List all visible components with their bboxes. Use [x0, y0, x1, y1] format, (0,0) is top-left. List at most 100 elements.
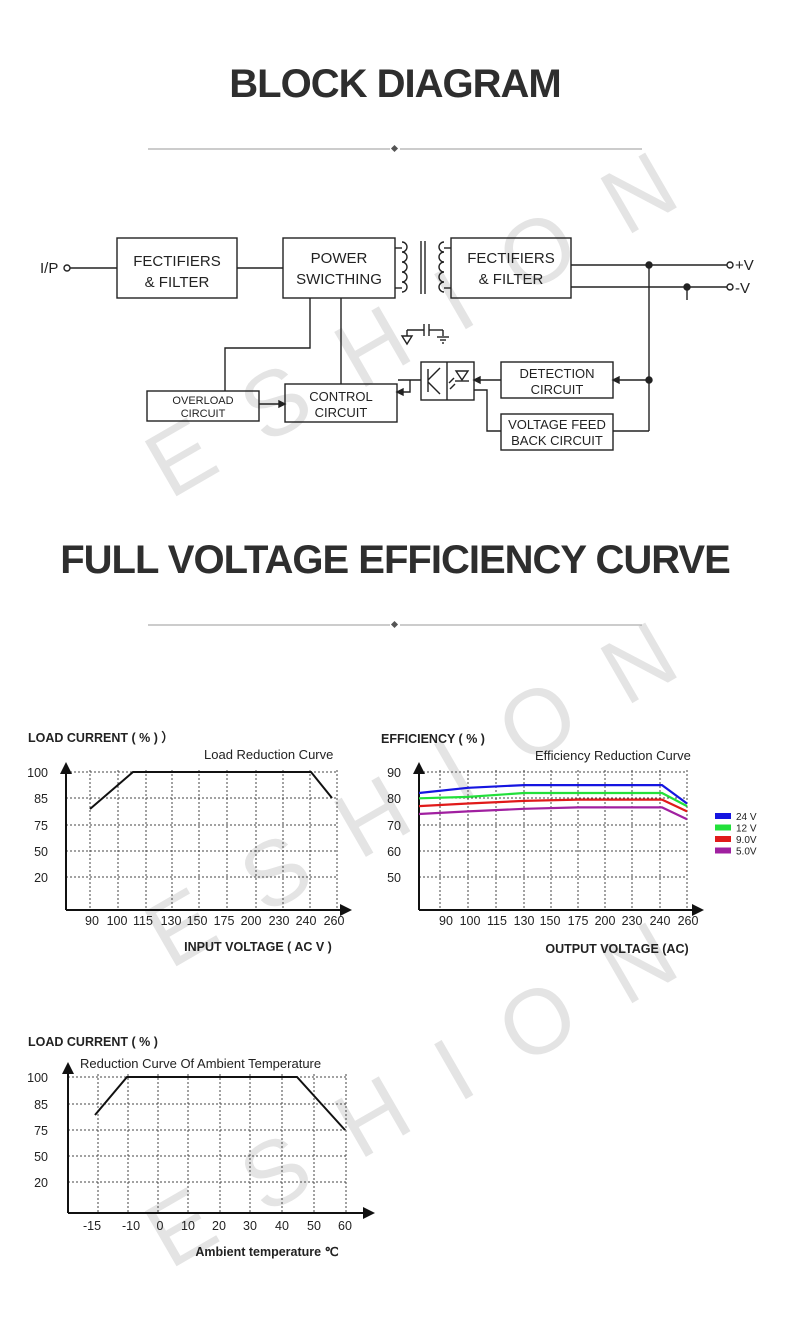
y-tick-label: 20: [34, 871, 48, 885]
control-line2: CIRCUIT: [315, 405, 368, 420]
series-line-5.0v: [418, 806, 688, 821]
x-tick-label: 100: [107, 914, 128, 928]
x-tick-label: 40: [275, 1219, 289, 1233]
y-tick-label: 20: [34, 1176, 48, 1190]
series-line: [89, 771, 333, 810]
x-tick-label: 230: [269, 914, 290, 928]
legend-swatch: [715, 824, 731, 831]
legend-label: 12 V: [736, 824, 757, 835]
efficiency-curve-title: FULL VOLTAGE EFFICIENCY CURVE: [60, 538, 731, 582]
box2-line1: POWER: [311, 250, 368, 267]
legend-label: 5.0V: [736, 847, 757, 858]
overload-line2: CIRCUIT: [181, 408, 226, 420]
y-axis-arrow: [60, 762, 72, 774]
control-line1: CONTROL: [309, 389, 373, 404]
feedback-line2: BACK CIRCUIT: [511, 433, 603, 448]
x-axis-arrow: [340, 904, 352, 916]
rectifier-filter-box-2: [450, 237, 572, 299]
y-axis-arrow: [413, 762, 425, 774]
x-tick-label: 60: [338, 1219, 352, 1233]
feedback-line1: VOLTAGE FEED: [508, 417, 606, 432]
x-axis-label: OUTPUT VOLTAGE (AC): [545, 942, 688, 956]
box1-line2: & FILTER: [145, 274, 210, 291]
block-diagram: I/P FECTIFIERS & FILTER POWER SWICTHING …: [40, 237, 754, 451]
y-tick-label: 75: [34, 1124, 48, 1138]
x-tick-label: 130: [161, 914, 182, 928]
x-tick-label: 50: [307, 1219, 321, 1233]
y-tick-label: 85: [34, 1098, 48, 1112]
x-tick-label: 240: [650, 914, 671, 928]
y-tick-label: 60: [387, 845, 401, 859]
x-tick-label: 200: [595, 914, 616, 928]
y-axis-label: LOAD CURRENT ( % ): [28, 1035, 158, 1049]
chart-title: Efficiency Reduction Curve: [535, 748, 691, 763]
y-tick-label: 50: [34, 1150, 48, 1164]
x-tick-label: 115: [133, 914, 153, 928]
x-tick-label: 260: [324, 914, 345, 928]
box1-line1: FECTIFIERS: [133, 253, 221, 270]
series-line-9.0v: [418, 798, 688, 813]
y-tick-label: 80: [387, 792, 401, 806]
legend-label: 9.0V: [736, 835, 757, 846]
output-positive-label: +V: [735, 257, 754, 274]
separator-2: [148, 620, 642, 629]
overload-circuit-box: [146, 390, 260, 422]
separator-1: [148, 144, 642, 153]
legend-label: 24 V: [736, 812, 757, 823]
chart-1: 100 85 75 50 20 90 100 115 130 150 175 200 230 240 260…: [27, 730, 352, 954]
voltage-feedback-box: [500, 413, 614, 451]
y-tick-label: 50: [387, 871, 401, 885]
chart-title: Reduction Curve Of Ambient Temperature: [80, 1056, 321, 1071]
legend-swatch: [715, 836, 731, 842]
input-label: I/P: [40, 260, 58, 277]
watermark-text: ESHION: [129, 109, 735, 518]
charts: 100 85 75 50 20 90 100 115 130 150 175 200 230 240 260…: [27, 730, 757, 1259]
x-tick-label: 200: [241, 914, 262, 928]
ground-capacitor-symbol: [400, 324, 449, 346]
y-tick-label: 90: [387, 766, 401, 780]
x-tick-label: 90: [85, 914, 99, 928]
series-line-24v: [418, 783, 688, 805]
box3-line2: & FILTER: [479, 271, 544, 288]
transformer-symbol: [395, 241, 451, 294]
power-switching-box: [282, 237, 396, 299]
x-tick-label: 115: [487, 914, 507, 928]
x-tick-label: -10: [122, 1219, 140, 1233]
output-negative-label: -V: [735, 280, 750, 297]
chart-title: Load Reduction Curve: [204, 747, 333, 762]
x-tick-label: 240: [296, 914, 317, 928]
y-axis-arrow: [62, 1062, 74, 1074]
x-tick-label: 150: [187, 914, 208, 928]
y-tick-label: 70: [387, 819, 401, 833]
overload-line1: OVERLOAD: [172, 395, 233, 407]
x-tick-label: 175: [214, 914, 235, 928]
legend-swatch: [715, 813, 731, 819]
y-axis-label: EFFICIENCY ( % ): [381, 732, 485, 746]
optocoupler-symbol: [420, 361, 475, 401]
y-tick-label: 50: [34, 845, 48, 859]
x-axis-label: INPUT VOLTAGE ( AC V ): [184, 940, 332, 954]
box2-line2: SWICTHING: [296, 271, 382, 288]
y-tick-label: 100: [27, 1071, 48, 1085]
x-axis-label: Ambient temperature ℃: [195, 1245, 338, 1259]
x-tick-label: 260: [678, 914, 699, 928]
x-tick-label: 90: [439, 914, 453, 928]
x-tick-label: 130: [514, 914, 535, 928]
series-line: [94, 1076, 346, 1131]
x-axis-arrow: [692, 904, 704, 916]
series-line-12v: [418, 791, 688, 808]
legend-swatch: [715, 847, 731, 854]
y-tick-label: 75: [34, 819, 48, 833]
x-tick-label: -15: [83, 1219, 101, 1233]
x-tick-label: 30: [243, 1219, 257, 1233]
x-tick-label: 230: [622, 914, 643, 928]
detection-line1: DETECTION: [519, 366, 594, 381]
box3-line1: FECTIFIERS: [467, 250, 555, 267]
y-tick-label: 85: [34, 792, 48, 806]
y-tick-label: 100: [27, 766, 48, 780]
x-tick-label: 150: [540, 914, 561, 928]
x-axis-arrow: [363, 1207, 375, 1219]
